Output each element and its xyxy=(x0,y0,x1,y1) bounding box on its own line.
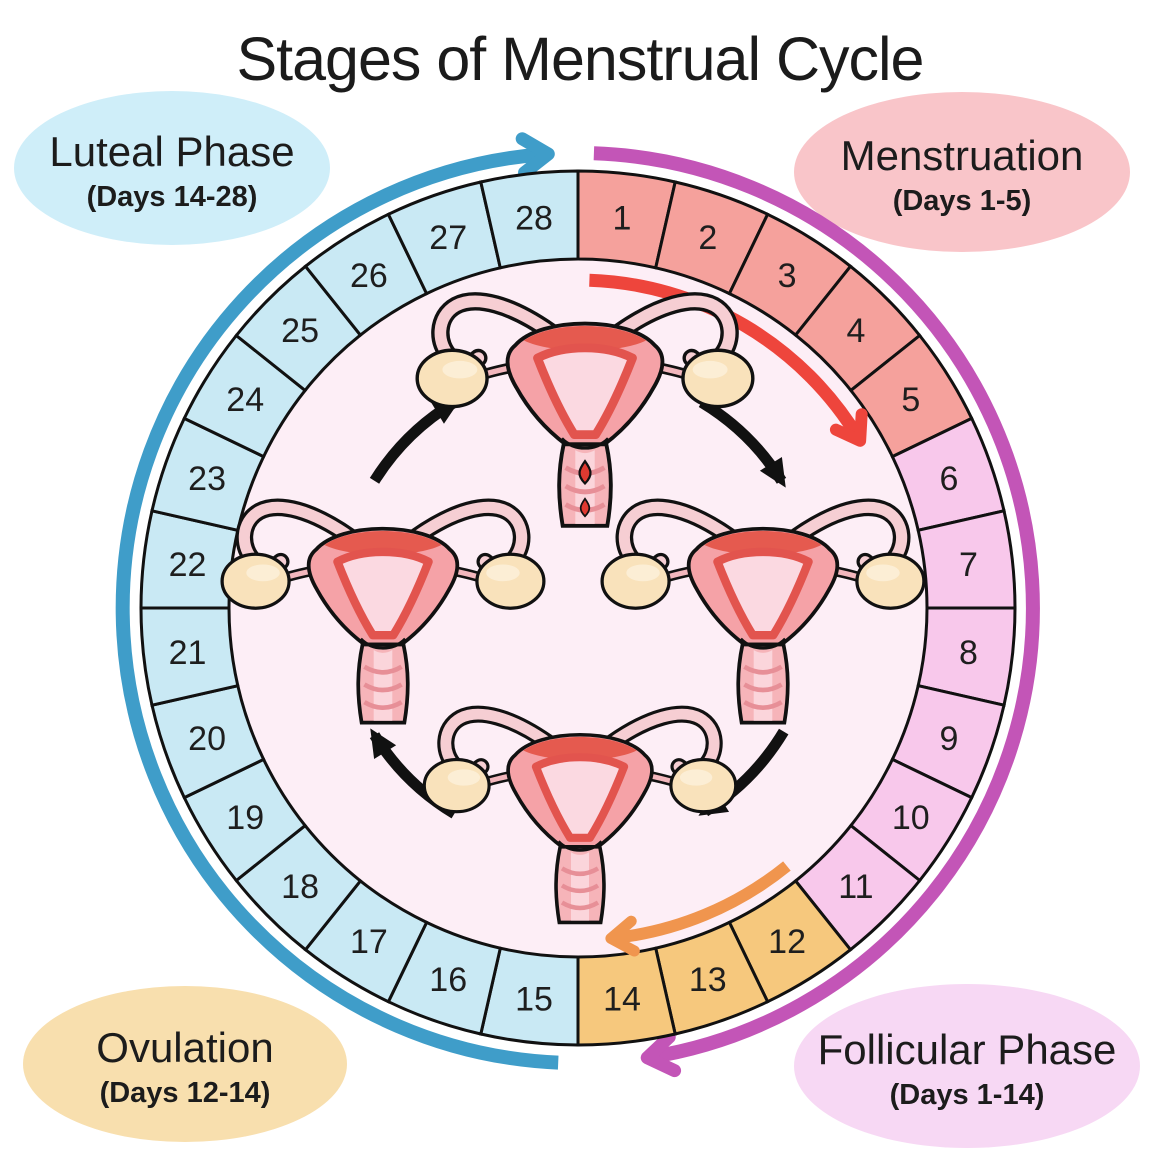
day-label-23: 23 xyxy=(188,460,226,498)
menstruation-bubble-shape xyxy=(794,92,1130,252)
day-label-6: 6 xyxy=(939,460,958,498)
ovulation-days: (Days 12-14) xyxy=(100,1077,271,1109)
menstruation-label: Menstruation xyxy=(841,132,1084,179)
bubble-luteal-phase: Luteal Phase (Days 14-28) xyxy=(14,91,330,245)
day-label-21: 21 xyxy=(169,634,207,672)
day-label-20: 20 xyxy=(188,720,226,758)
luteal-outer-arc-arrow xyxy=(115,132,559,1070)
ovulation-label: Ovulation xyxy=(96,1024,273,1071)
menstruation-inner-arrow xyxy=(589,273,868,447)
day-label-7: 7 xyxy=(959,546,978,584)
step-arrow-left-to-top xyxy=(369,397,462,484)
cycle-inner-circle xyxy=(229,259,927,957)
ovulation-bubble-shape xyxy=(23,986,347,1142)
day-label-8: 8 xyxy=(959,634,978,672)
day-label-13: 13 xyxy=(689,961,727,999)
day-segment-28 xyxy=(479,169,580,270)
day-label-27: 27 xyxy=(429,219,467,257)
day-label-12: 12 xyxy=(768,923,806,961)
bubble-follicular-phase: Follicular Phase (Days 1-14) xyxy=(794,984,1140,1148)
day-label-18: 18 xyxy=(281,868,319,906)
menstrual-follicular-outer-arc-arrow xyxy=(593,146,1040,1078)
ring-segments: 1234567891011121314151617181920212223242… xyxy=(139,169,1017,1047)
day-label-19: 19 xyxy=(226,799,264,837)
follicular-phase-days: (Days 1-14) xyxy=(890,1079,1045,1111)
follicular-phase-label: Follicular Phase xyxy=(818,1026,1117,1073)
day-label-10: 10 xyxy=(892,799,930,837)
bubble-ovulation: Ovulation (Days 12-14) xyxy=(23,986,347,1142)
bubble-menstruation: Menstruation (Days 1-5) xyxy=(794,92,1130,252)
day-label-15: 15 xyxy=(515,981,553,1019)
day-label-25: 25 xyxy=(281,312,319,350)
luteal-phase-label: Luteal Phase xyxy=(49,128,294,175)
day-label-9: 9 xyxy=(939,720,958,758)
day-label-26: 26 xyxy=(350,257,388,295)
day-label-1: 1 xyxy=(613,200,632,238)
day-label-22: 22 xyxy=(169,546,207,584)
luteal-bubble-shape xyxy=(14,91,330,245)
page-title: Stages of Menstrual Cycle xyxy=(237,25,924,93)
day-label-5: 5 xyxy=(901,381,920,419)
follicular-bubble-shape xyxy=(794,984,1140,1148)
day-label-28: 28 xyxy=(515,200,553,238)
luteal-phase-days: (Days 14-28) xyxy=(87,181,258,213)
step-arrow-top-to-right xyxy=(698,397,787,488)
day-label-14: 14 xyxy=(603,981,641,1019)
day-label-24: 24 xyxy=(226,381,264,419)
day-label-16: 16 xyxy=(429,961,467,999)
day-label-2: 2 xyxy=(698,219,717,257)
ovulation-inner-arrow xyxy=(605,861,791,957)
day-label-4: 4 xyxy=(846,312,865,350)
day-label-17: 17 xyxy=(350,923,388,961)
menstruation-days: (Days 1-5) xyxy=(893,185,1032,217)
day-label-11: 11 xyxy=(838,868,873,906)
day-label-3: 3 xyxy=(778,257,797,295)
